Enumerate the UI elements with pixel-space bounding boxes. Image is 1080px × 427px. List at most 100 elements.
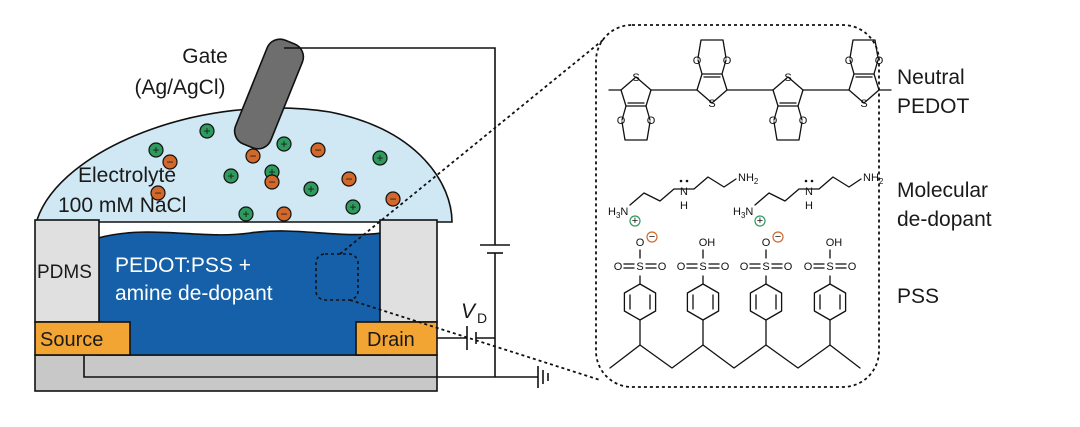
drain-label: Drain [367,329,415,351]
cation [238,206,254,222]
dioxane-ring [849,39,879,75]
cation [372,150,388,166]
anion-sign: − [154,186,161,200]
channel-label-line1: PEDOT:PSS + [115,254,251,277]
cation-sign: + [376,151,383,165]
anion-sign: − [314,143,321,157]
sulfur-atom: S [826,261,833,273]
nitrogen-atom: N [620,206,628,218]
cation [148,142,164,158]
dedopant-label-line1: Molecular [897,179,988,202]
sulfur-atom: S [762,261,769,273]
thiophene-ring [620,76,652,107]
negative-charge [646,231,658,243]
zoom-panel [595,24,880,388]
anion-sign: − [345,172,352,186]
anion-sign: − [166,155,173,169]
anion [341,171,357,187]
cation-sign: + [349,200,356,214]
oxygen-atom: O [636,237,645,249]
pdms-label: PDMS [37,262,92,283]
anion [150,185,166,201]
hydroxyl-group: OH [826,237,843,249]
negative-charge-sign: − [649,231,655,243]
oxygen-atom: O [614,261,623,273]
pdms-right [379,219,438,323]
oxygen-atom: O [769,115,778,127]
zoom-line-top [339,39,604,255]
pdms-left [34,219,100,323]
pedot-label-line1: Neutral [897,66,965,89]
lone-pair-dot [679,179,683,183]
pedot-label-line2: PEDOT [897,95,970,118]
sulfur-atom: S [708,98,715,110]
anion [264,174,280,190]
oxygen-atom: O [845,55,854,67]
oxygen-atom: O [721,261,730,273]
positive-charge-sign: + [757,215,763,227]
oxygen-atom: O [804,261,813,273]
subscript: 2 [879,177,884,186]
thiophene-ring [848,73,880,104]
dioxane-ring [621,105,651,141]
anion-sign: − [280,207,287,221]
gate-label: Gate [182,45,228,68]
subscript: 2 [754,177,759,186]
oxygen-atom: O [762,237,771,249]
ions: +++++++++−−−−−−−− [148,123,401,222]
oxygen-atom: O [784,261,793,273]
lone-pair-dot [804,179,808,183]
zoom-region [315,253,359,301]
oxygen-atom: O [799,115,808,127]
cation [199,123,215,139]
oxygen-atom: O [693,55,702,67]
nitrogen-atom: N [745,206,753,218]
sulfur-atom: S [784,72,791,84]
positive-charge-sign: + [632,215,638,227]
hydrogen-atom: H [805,200,813,212]
dioxane-ring [773,105,803,141]
oxygen-atom: O [658,261,667,273]
anion-sign: − [389,192,396,206]
sulfur-atom: S [699,261,706,273]
cation [345,199,361,215]
amine-group: NH2 [738,172,759,186]
pss-backbone [609,344,861,369]
dioxane-ring [697,39,727,75]
electrolyte-dome [36,107,453,223]
cation-sign: + [227,169,234,183]
cation [223,168,239,184]
sulfur-atom: S [636,261,643,273]
source-label: Source [40,329,103,351]
source-contact [34,321,131,356]
amine-group: NH2 [863,172,884,186]
negative-charge [772,231,784,243]
zoom-line-bottom [349,299,601,381]
oxygen-atom: O [677,261,686,273]
dedopant-chain [629,176,737,206]
gate-sub-label: (Ag/AgCl) [134,76,225,99]
positive-charge [629,215,641,227]
anion [385,191,401,207]
benzene-ring [686,283,720,321]
gate-electrode [233,38,305,150]
thiophene-ring [772,76,804,107]
lone-pair-dot [685,179,689,183]
oxygen-atom: O [875,55,884,67]
gate-wire [284,47,496,245]
ammonium-group: H3N [608,206,628,220]
anion [162,154,178,170]
benzene-ring [813,283,847,321]
anion [245,148,261,164]
hydroxyl-group: OH [699,237,716,249]
vd-subscript: D [477,310,487,326]
substrate [34,354,438,392]
benzene-ring [749,283,783,321]
pss-label: PSS [897,285,939,308]
oxygen-atom: O [723,55,732,67]
anion [310,142,326,158]
